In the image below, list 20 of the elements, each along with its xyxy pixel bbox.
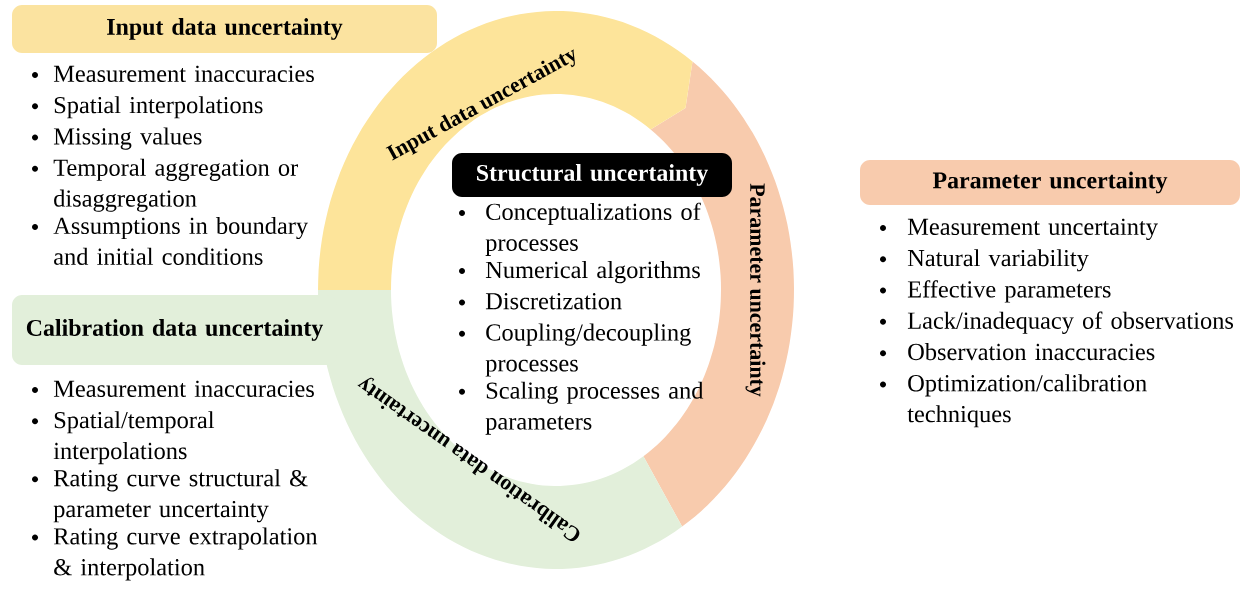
list-item: Observation inaccuracies <box>908 343 1155 361</box>
header-box: Calibration data uncertainty <box>12 295 337 365</box>
list-item: Lack/inadequacy of observations <box>907 311 1233 334</box>
list-item: Measurement inaccuracies <box>53 380 314 398</box>
header-box: Input data uncertainty <box>12 5 437 53</box>
list-item: Natural variability <box>907 249 1089 272</box>
list-item: Assumptions in boundary and initial conditions <box>53 216 309 265</box>
list-item: Effective parameters <box>907 280 1111 303</box>
header-box: Structural uncertainty <box>452 153 732 197</box>
list-item: Optimization/calibration techniques <box>907 374 1147 428</box>
list-item: Rating curve extrapolation & interpolation <box>53 527 318 581</box>
list-item: Measurement inaccuracies <box>53 65 314 83</box>
list-item: Measurement uncertainty <box>907 218 1158 241</box>
list-item: Discretization <box>485 293 622 310</box>
list-item: Spatial/temporal interpolations <box>53 411 215 465</box>
list-item: Temporal aggregation or disaggregation <box>53 158 298 212</box>
header-box: Parameter uncertainty <box>860 160 1240 205</box>
list-item: Spatial interpolations <box>54 96 263 119</box>
list-item: Rating curve structural & parameter uncertainty <box>53 469 308 523</box>
list-item: Missing values <box>53 127 202 150</box>
